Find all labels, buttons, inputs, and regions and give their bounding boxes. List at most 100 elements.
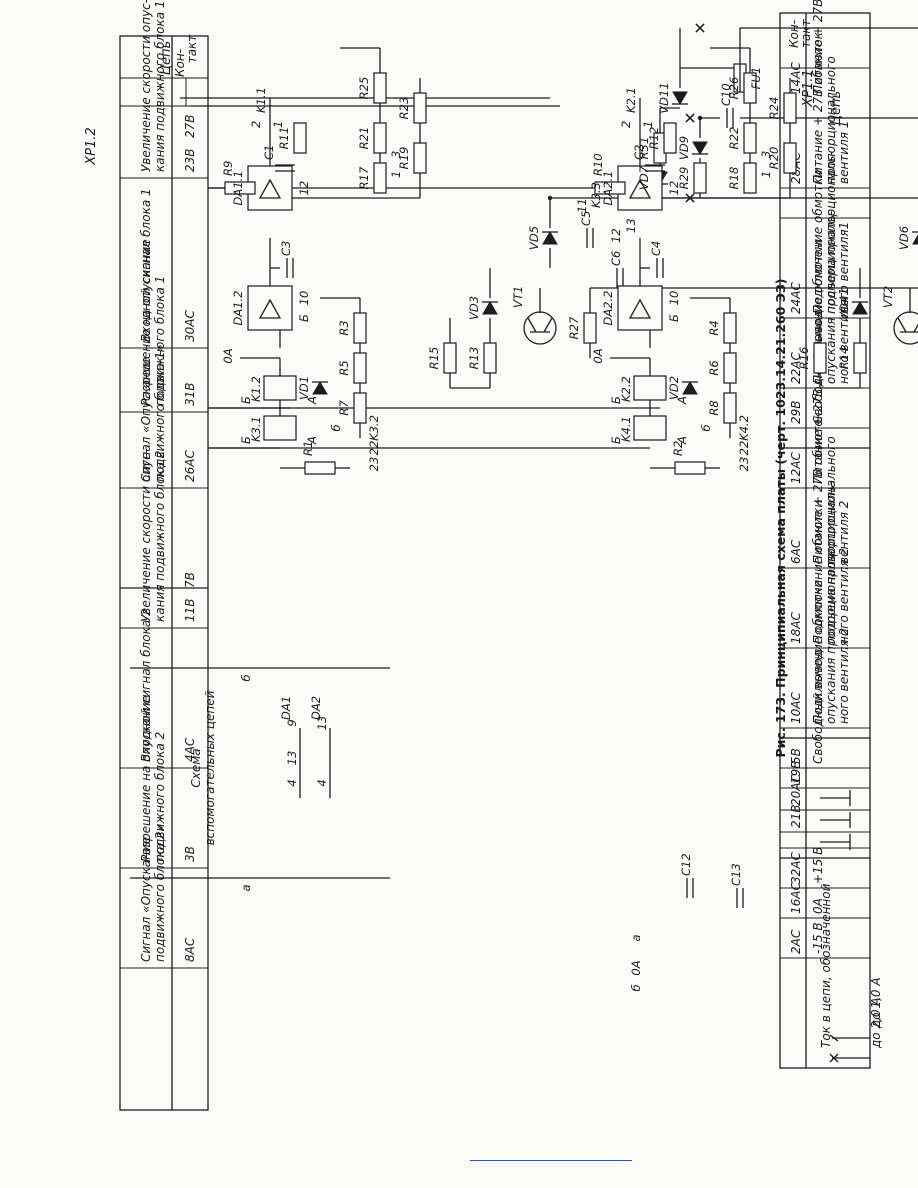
resistor-R1 — [304, 461, 336, 475]
diode-VD6 — [912, 231, 918, 245]
relay-pin-A: А — [305, 396, 319, 405]
resistor-R16 — [813, 342, 827, 374]
xp1-2-contact-text: 2AC — [789, 929, 803, 954]
label-VD11: VD11 — [657, 82, 671, 113]
footer-link-underline[interactable] — [470, 1160, 632, 1161]
xp1-2-circuit-text: 0А — [811, 898, 825, 914]
rail-b: б — [329, 424, 343, 431]
pin-label: 13 — [624, 218, 638, 233]
transistor-VT1 — [523, 311, 557, 345]
xp1-1-circuit-text: Сигнал «Опусканиеподвижного блока 2» — [139, 824, 167, 962]
xp1-2-contact-text: 18AC — [789, 612, 803, 644]
label-R18: R18 — [727, 167, 741, 190]
legend-cross — [829, 1053, 839, 1063]
xp1-2-col-contact: Кон-такт — [787, 18, 813, 48]
resistor-R18 — [743, 162, 757, 194]
terminal-cross — [685, 113, 695, 123]
xp1-1-circuit-text: Сигнал «Опусканиеподвижного блока 1» — [139, 344, 167, 482]
aux-rail-b-label: б — [239, 674, 253, 681]
resistor-R12 — [663, 122, 677, 154]
label-VD7: VD7 — [637, 165, 651, 190]
resistor-R7 — [353, 392, 367, 424]
xp1-1-contact-text: 31B — [183, 382, 197, 406]
diode-VD5 — [542, 231, 558, 245]
aux-0a: 0А — [629, 960, 643, 975]
pin-label: 3 — [389, 151, 403, 158]
label-VD6: VD6 — [897, 226, 911, 250]
aux-rail-a-label: а — [239, 884, 253, 891]
opamp-DA2.2 — [617, 285, 663, 331]
label-VD9: VD9 — [677, 136, 691, 160]
label-R2: R2 — [671, 441, 685, 456]
xp1-1-circuit-text: Входной сигнал блока 2 — [139, 608, 153, 762]
diode-VD2 — [682, 381, 698, 395]
label-VT1: VT1 — [511, 286, 525, 308]
opamp-DA1.2 — [247, 285, 293, 331]
legend-item-2: до 2,0 А — [869, 997, 883, 1049]
label-R5: R5 — [337, 360, 351, 375]
legend-slash — [829, 1034, 839, 1042]
label-R14: R14 — [837, 347, 851, 370]
label-DA2.2: DA2.2 — [601, 290, 615, 325]
schematic-components — [224, 63, 918, 908]
label-R25: R25 — [357, 77, 371, 100]
resistor-R19 — [413, 142, 427, 174]
resistor-R5 — [353, 352, 367, 384]
label-R29: R29 — [677, 167, 691, 190]
label-K3.1: K3.1 — [249, 416, 263, 442]
label-VD2: VD2 — [667, 376, 681, 400]
xp1-2-circuit-text: Питание + 27В — [811, 389, 825, 484]
label-R31: R31 — [637, 137, 651, 160]
label-VD5: VD5 — [527, 226, 541, 250]
figure-caption: Рис. 173. Принципиальная схема платы (че… — [773, 279, 788, 758]
terminal-cross — [695, 23, 705, 33]
label-C3: C3 — [279, 241, 293, 256]
xp1-2-frame — [779, 12, 871, 1069]
aux-pin: 4 — [315, 779, 329, 786]
resistor-R11 — [293, 122, 307, 154]
relay-K1.2 — [263, 375, 297, 401]
junction-dot — [547, 195, 553, 201]
xp1-1-contact-text: 27B — [183, 114, 197, 138]
resistor-R26 — [743, 72, 757, 104]
label-R21: R21 — [357, 127, 371, 150]
label-relay: K3.3 — [589, 182, 603, 208]
aux-col-da2: DA2 — [309, 696, 323, 720]
xp1-1-contact-text: 7B — [183, 572, 197, 588]
pin-label: 22 — [367, 441, 381, 456]
resistor-R17 — [373, 162, 387, 194]
label-R22: R22 — [727, 127, 741, 150]
xp1-2-contact-text: 14AC — [789, 62, 803, 94]
xp1-1-title: XP1.1 — [801, 69, 816, 107]
xp1-2-contact-text: 22AC — [789, 352, 803, 384]
opamp-triangle — [628, 298, 652, 319]
component-labels: DA1.1R9C1R111212K1.1R17R21R25R19R2331C3D… — [221, 67, 911, 886]
label-R8: R8 — [707, 400, 721, 415]
xp1-2-contact-text: 5B — [789, 748, 803, 764]
resistor-R25 — [373, 72, 387, 104]
label-R20: R20 — [767, 147, 781, 170]
xp1-1-contact-text: 26AC — [183, 450, 197, 482]
label-R6: R6 — [707, 360, 721, 375]
label-R11: R11 — [277, 127, 291, 150]
xp1-2-circuit-text: Подключение обмоткиопускания пропорциона… — [811, 551, 851, 724]
diode-VD11 — [672, 91, 688, 105]
pin-label: 2 — [619, 121, 633, 128]
transistor-lead — [897, 317, 907, 333]
label-R24: R24 — [767, 97, 781, 120]
diode-VD3 — [482, 301, 498, 315]
label-R16: R16 — [797, 347, 811, 370]
label-R9: R9 — [221, 161, 235, 176]
aux-pin: 13 — [315, 716, 329, 731]
xp1-1-col-contact: Кон-такт — [173, 34, 199, 77]
label-relay: K2.1 — [624, 87, 638, 113]
relay-pin-A: А — [675, 396, 689, 405]
xp1-2-circuit-text: Питание + 27В — [811, 0, 825, 94]
pin-label: 1 — [759, 171, 773, 178]
schematic-wiring — [180, 23, 918, 469]
pin-label: 12 — [609, 228, 623, 243]
resistor-R22 — [743, 122, 757, 154]
resistor-R9 — [224, 181, 256, 195]
aux-b: б — [629, 984, 643, 991]
